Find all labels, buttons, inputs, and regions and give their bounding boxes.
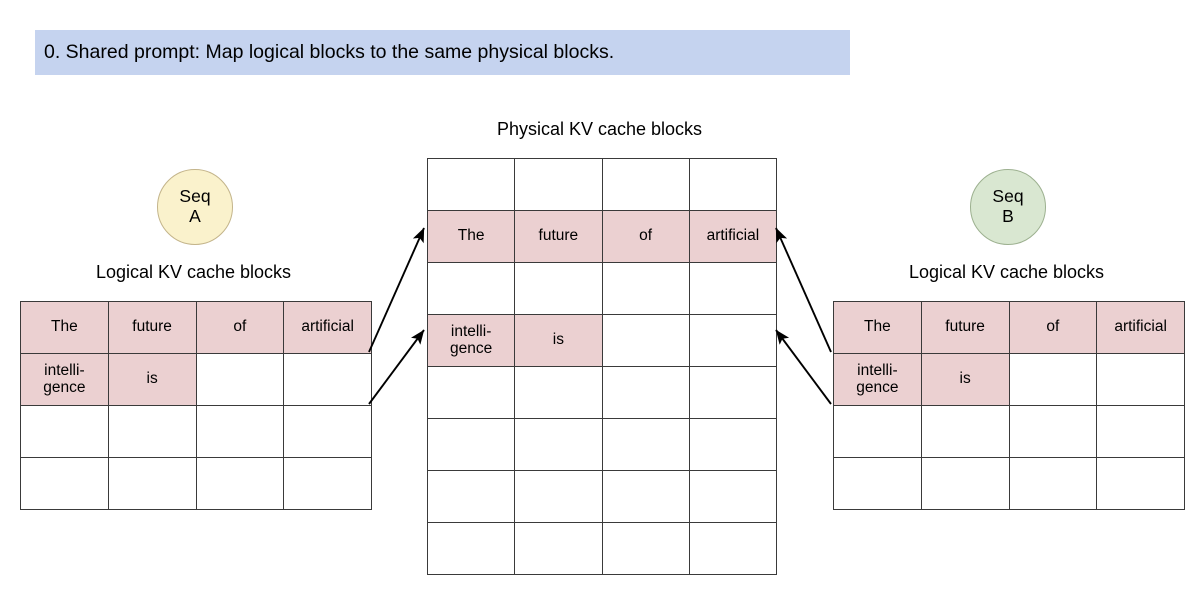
kv-block-cell xyxy=(1008,353,1098,406)
kv-block-cell xyxy=(283,405,372,458)
kv-block-cell xyxy=(601,470,690,523)
kv-block-row xyxy=(426,470,778,523)
kv-block-cell: future xyxy=(920,301,1010,354)
kv-block-cell: The xyxy=(426,210,516,263)
kv-block-cell xyxy=(601,262,690,315)
kv-block-cell: artificial xyxy=(688,210,778,263)
kv-block-cell xyxy=(920,457,1010,510)
kv-block-cell xyxy=(426,366,516,419)
kv-block-row xyxy=(426,262,778,315)
kv-block-cell xyxy=(1008,457,1098,510)
kv-block-cell xyxy=(601,366,690,419)
kv-block-cell xyxy=(195,457,285,510)
kv-block-cell: The xyxy=(20,301,109,354)
kv-block-cell xyxy=(514,262,603,315)
kv-block-cell xyxy=(688,418,778,471)
kv-block-cell xyxy=(601,522,690,575)
kv-block-cell xyxy=(688,522,778,575)
kv-block-cell xyxy=(601,314,690,367)
kv-block-cell xyxy=(688,314,778,367)
kv-block-cell: of xyxy=(1008,301,1098,354)
kv-block-row xyxy=(20,457,372,510)
kv-block-cell xyxy=(107,405,197,458)
kv-block-cell xyxy=(426,262,516,315)
logical-blocks-caption-left: Logical KV cache blocks xyxy=(95,262,292,282)
kv-block-cell: artificial xyxy=(283,301,372,354)
sequence-badge-a: Seq A xyxy=(157,169,233,245)
kv-block-cell: intelli-gence xyxy=(426,314,516,367)
kv-block-cell: intelli-gence xyxy=(20,353,109,406)
kv-block-cell: of xyxy=(195,301,285,354)
kv-block-cell xyxy=(20,405,109,458)
kv-block-cell xyxy=(601,158,690,211)
kv-block-cell: is xyxy=(514,314,603,367)
kv-block-cell xyxy=(1096,405,1185,458)
sequence-badge-a-line2: A xyxy=(189,206,201,226)
sequence-badge-b: Seq B xyxy=(970,169,1046,245)
kv-block-cell xyxy=(514,418,603,471)
kv-block-cell xyxy=(688,262,778,315)
kv-block-cell xyxy=(283,457,372,510)
kv-block-cell xyxy=(1096,353,1185,406)
step-banner-text: 0. Shared prompt: Map logical blocks to … xyxy=(44,40,615,63)
kv-block-row xyxy=(426,158,778,211)
kv-block-cell xyxy=(20,457,109,510)
kv-block-cell: future xyxy=(107,301,197,354)
kv-block-cell xyxy=(514,366,603,419)
kv-block-cell xyxy=(195,353,285,406)
kv-block-cell: artificial xyxy=(1096,301,1185,354)
kv-block-cell xyxy=(195,405,285,458)
step-banner: 0. Shared prompt: Map logical blocks to … xyxy=(35,30,850,75)
kv-block-cell xyxy=(688,366,778,419)
kv-block-row xyxy=(833,405,1185,458)
kv-block-cell xyxy=(514,470,603,523)
kv-block-row xyxy=(426,522,778,575)
kv-block-cell: intelli-gence xyxy=(833,353,922,406)
logical-blocks-caption-right: Logical KV cache blocks xyxy=(908,262,1105,282)
kv-block-cell xyxy=(107,457,197,510)
kv-block-cell xyxy=(688,470,778,523)
arrow-left-row2-to-physical-row4 xyxy=(368,329,425,405)
kv-block-cell xyxy=(514,522,603,575)
arrow-left-row1-to-physical-row2 xyxy=(368,227,425,353)
kv-block-cell xyxy=(1008,405,1098,458)
kv-block-row xyxy=(20,405,372,458)
kv-block-cell xyxy=(1096,457,1185,510)
physical-blocks-caption: Physical KV cache blocks xyxy=(496,119,703,139)
kv-block-row xyxy=(426,366,778,419)
kv-block-cell xyxy=(426,470,516,523)
kv-block-cell xyxy=(601,418,690,471)
kv-block-cell: of xyxy=(601,210,690,263)
sequence-badge-b-line2: B xyxy=(1002,206,1014,226)
kv-block-cell xyxy=(920,405,1010,458)
kv-block-cell xyxy=(426,522,516,575)
kv-block-cell xyxy=(426,158,516,211)
sequence-badge-b-line1: Seq xyxy=(992,186,1024,207)
kv-block-cell: future xyxy=(514,210,603,263)
kv-block-cell xyxy=(514,158,603,211)
kv-block-cell xyxy=(688,158,778,211)
kv-block-cell xyxy=(833,457,922,510)
kv-block-cell xyxy=(426,418,516,471)
kv-block-row xyxy=(426,418,778,471)
kv-block-cell xyxy=(833,405,922,458)
kv-block-cell: is xyxy=(920,353,1010,406)
sequence-badge-a-line1: Seq xyxy=(179,186,211,207)
kv-block-cell: is xyxy=(107,353,197,406)
arrow-right-row2-to-physical-row4 xyxy=(775,329,832,405)
arrow-right-row1-to-physical-row2 xyxy=(775,227,832,353)
kv-block-cell: The xyxy=(833,301,922,354)
kv-block-cell xyxy=(283,353,372,406)
kv-block-row xyxy=(833,457,1185,510)
